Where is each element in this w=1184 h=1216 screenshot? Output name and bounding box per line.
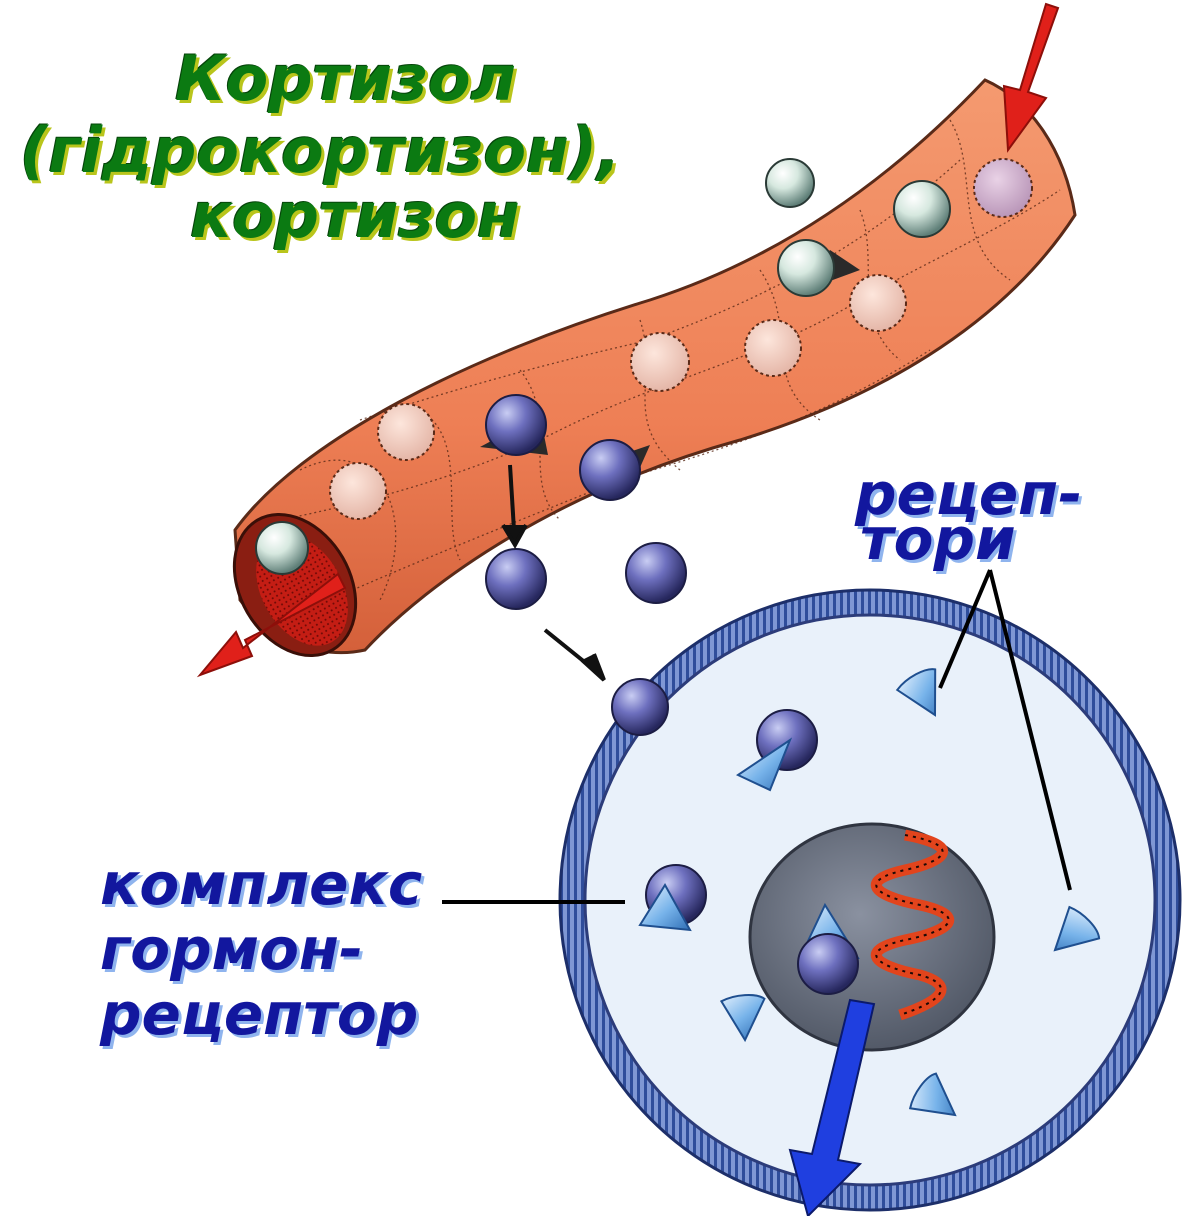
receptors-label-line2: тори — [860, 510, 1016, 568]
hormone-title-line3: кортизон — [190, 185, 520, 247]
complex-label-line2: гормон- — [100, 920, 363, 978]
complex-label-line3: рецептор — [100, 985, 418, 1043]
hormone-title-line1: Кортизол — [175, 48, 516, 110]
complex-label-line1: комплекс — [100, 855, 422, 913]
hormone-title-line2: (гідрокортизон), — [20, 120, 621, 182]
